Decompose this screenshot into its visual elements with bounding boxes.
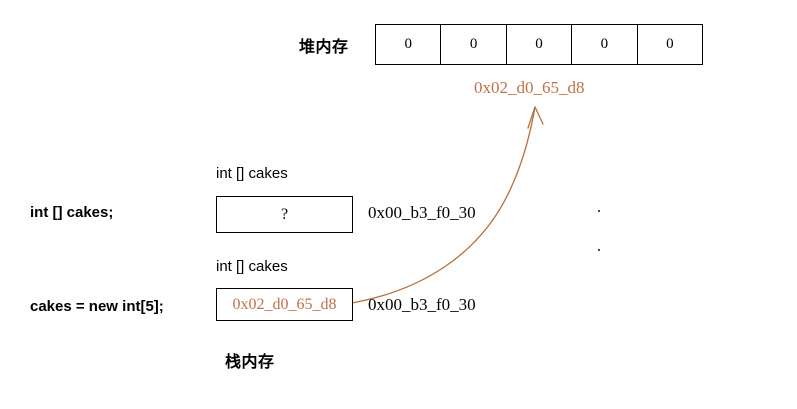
- artifact-dot: [598, 210, 600, 212]
- heap-array-cell: 0: [441, 25, 507, 64]
- stack-variable-address-allocation: 0x00_b3_f0_30: [368, 295, 476, 314]
- statement-declaration: int [] cakes;: [30, 204, 114, 221]
- stack-variable-address-declaration: 0x00_b3_f0_30: [368, 203, 476, 222]
- stack-variable-box-declaration: ?: [216, 196, 353, 233]
- heap-array-cell: 0: [507, 25, 573, 64]
- stack-memory-label: 栈内存: [225, 354, 275, 371]
- heap-memory-label: 堆内存: [299, 39, 349, 56]
- variable-type-label-allocation: int [] cakes: [216, 258, 288, 275]
- variable-type-label-declaration: int [] cakes: [216, 165, 288, 182]
- heap-array-table: 0 0 0 0 0: [375, 24, 703, 65]
- statement-allocation: cakes = new int[5];: [30, 298, 164, 315]
- stack-variable-box-allocation: 0x02_d0_65_d8: [216, 288, 353, 321]
- heap-array-cell: 0: [666, 36, 674, 52]
- heap-array-cell: 0: [572, 25, 638, 64]
- heap-object-address: 0x02_d0_65_d8: [474, 78, 585, 97]
- heap-array-cell: 0: [376, 25, 442, 64]
- artifact-dot: [598, 249, 600, 251]
